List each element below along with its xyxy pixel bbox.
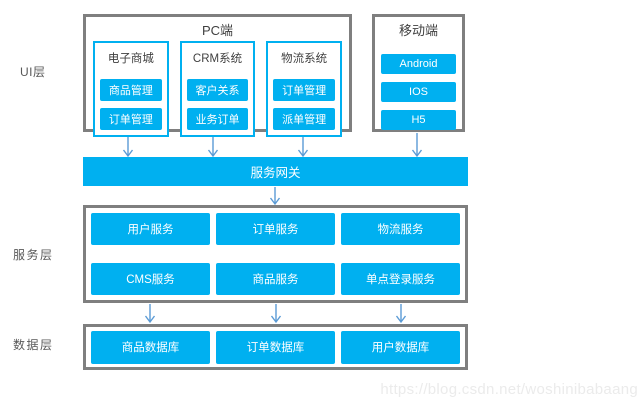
node-h5: H5 <box>381 110 456 130</box>
node-order-mgmt: 订单管理 <box>100 108 162 130</box>
node-customer-relations: 客户关系 <box>186 79 249 101</box>
node-logistics-order-mgmt: 订单管理 <box>273 79 336 101</box>
node-order-service: 订单服务 <box>216 213 335 245</box>
arrow-down-icon <box>411 133 423 158</box>
node-product-service: 商品服务 <box>216 263 335 295</box>
node-sso-service: 单点登录服务 <box>341 263 460 295</box>
node-business-orders: 业务订单 <box>186 108 249 130</box>
pc-subsystems-row: 电子商城 商品管理 订单管理 CRM系统 客户关系 业务订单 物流系统 订单管理… <box>86 41 349 143</box>
mobile-items: Android IOS H5 <box>375 41 462 130</box>
database-row: 商品数据库 订单数据库 用户数据库 <box>91 330 460 364</box>
pc-panel: PC端 电子商城 商品管理 订单管理 CRM系统 客户关系 业务订单 物流系统 … <box>83 14 352 137</box>
node-user-db: 用户数据库 <box>341 330 460 364</box>
node-dispatch-mgmt: 派单管理 <box>273 108 336 130</box>
node-cms-service: CMS服务 <box>91 263 210 295</box>
layer-label-service: 服务层 <box>13 248 54 262</box>
data-layer-panel: 商品数据库 订单数据库 用户数据库 <box>83 324 468 370</box>
subsystem-crm-title: CRM系统 <box>192 53 243 65</box>
arrow-down-icon <box>270 304 282 324</box>
node-android: Android <box>381 54 456 74</box>
service-row-2: CMS服务 商品服务 单点登录服务 <box>91 263 460 295</box>
arrow-down-icon <box>269 187 281 206</box>
node-product-mgmt: 商品管理 <box>100 79 162 101</box>
mobile-panel-title: 移动端 <box>398 23 438 38</box>
node-product-db: 商品数据库 <box>91 330 210 364</box>
service-layer-panel: 用户服务 订单服务 物流服务 CMS服务 商品服务 单点登录服务 <box>83 205 468 303</box>
gateway-bar: 服务网关 <box>83 157 468 186</box>
subsystem-crm: CRM系统 客户关系 业务订单 <box>179 41 256 137</box>
mobile-panel: 移动端 Android IOS H5 <box>372 14 465 132</box>
service-row-1: 用户服务 订单服务 物流服务 <box>91 213 460 245</box>
layer-label-data: 数据层 <box>13 338 54 352</box>
subsystem-ecommerce: 电子商城 商品管理 订单管理 <box>93 41 169 137</box>
pc-panel-title: PC端 <box>201 23 234 38</box>
watermark-url: https://blog.csdn.net/woshinibabaang <box>380 381 638 398</box>
node-user-service: 用户服务 <box>91 213 210 245</box>
subsystem-logistics-title: 物流系统 <box>281 53 328 65</box>
node-ios: IOS <box>381 82 456 102</box>
subsystem-ecommerce-title: 电子商城 <box>107 53 154 65</box>
arrow-down-icon <box>144 304 156 324</box>
layer-label-ui: UI层 <box>20 65 46 79</box>
node-logistics-service: 物流服务 <box>341 213 460 245</box>
arrow-down-icon <box>395 304 407 324</box>
subsystem-logistics: 物流系统 订单管理 派单管理 <box>266 41 343 137</box>
node-order-db: 订单数据库 <box>216 330 335 364</box>
